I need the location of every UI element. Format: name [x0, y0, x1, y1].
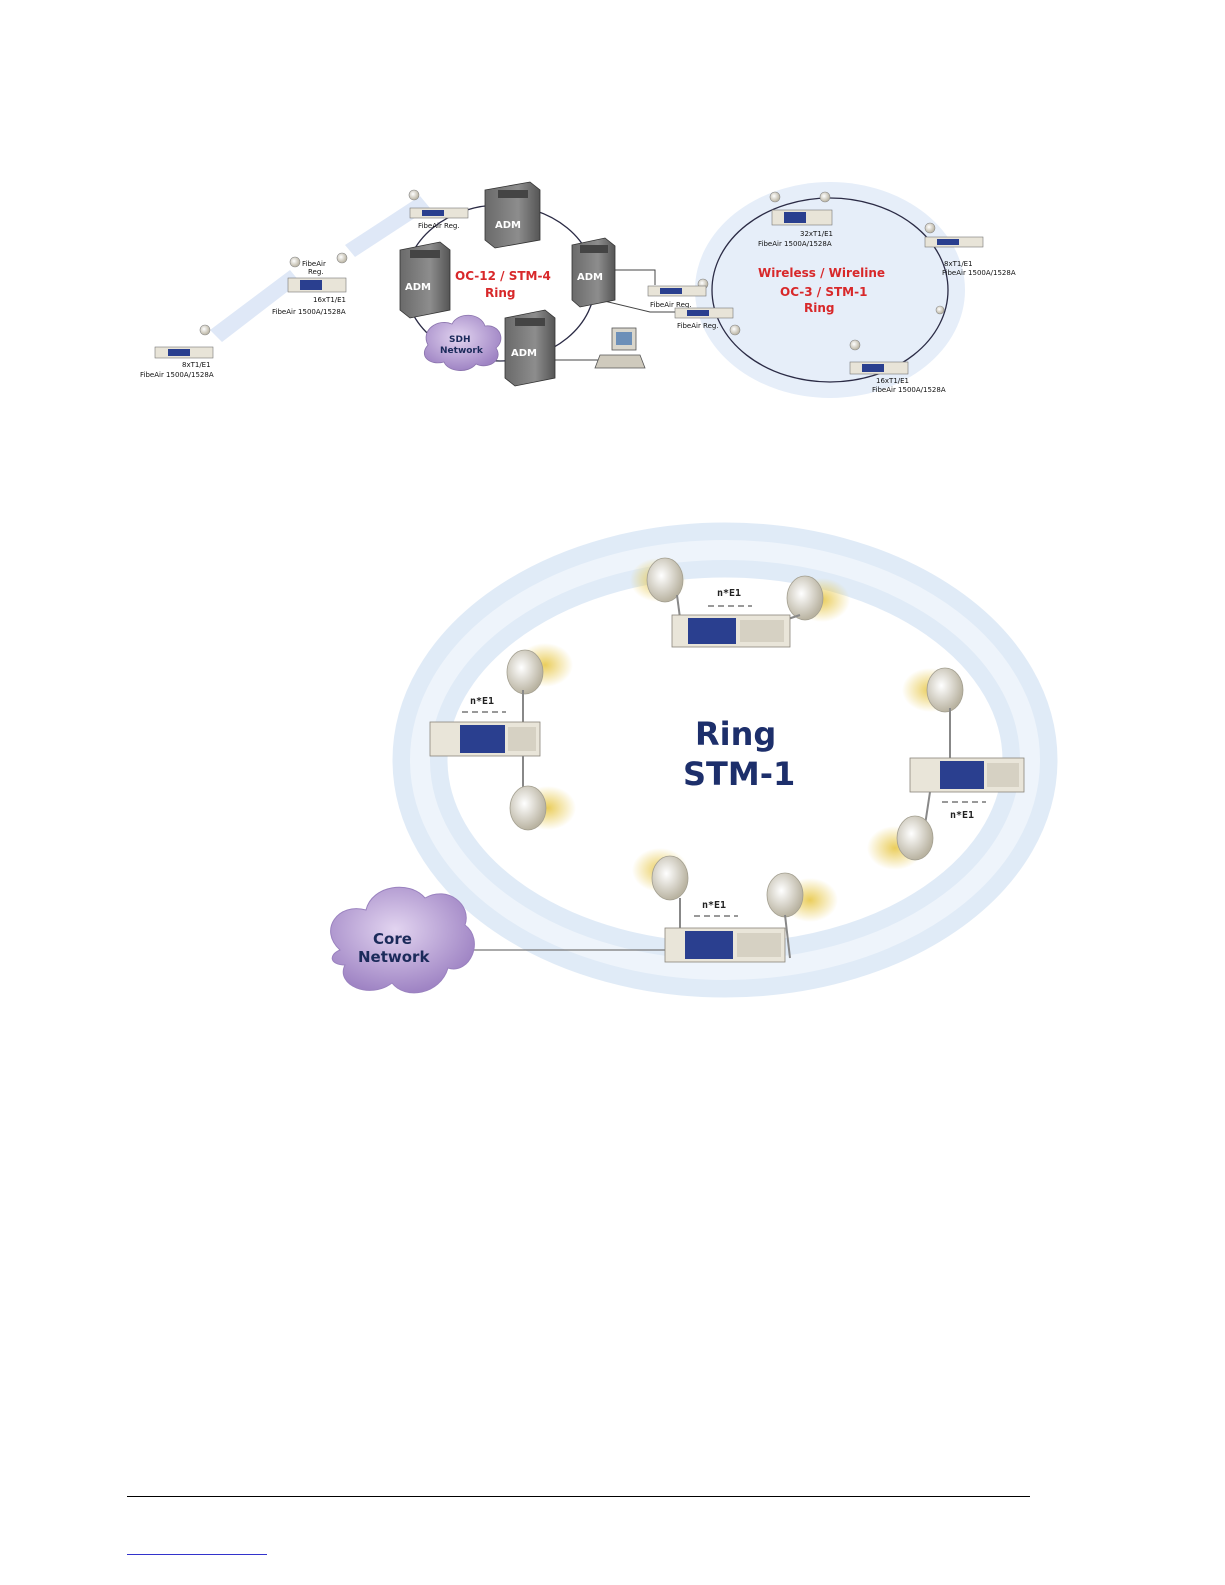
diagram-bottom: Core Network Ring STM-1 n*E1 n*E1	[330, 522, 1058, 998]
node-top: n*E1	[630, 557, 850, 648]
svg-text:STM-1: STM-1	[683, 755, 795, 793]
dish-icon	[926, 667, 964, 713]
dish-icon	[849, 339, 861, 351]
adm-bottom: ADM	[504, 309, 556, 387]
chain-link-lower	[210, 270, 300, 342]
dish-icon	[786, 575, 824, 621]
svg-text:Ring: Ring	[485, 286, 516, 300]
svg-text:Network: Network	[358, 948, 430, 966]
wireless-ring-halo	[695, 182, 965, 398]
dish-icon	[729, 324, 741, 336]
core-network-cloud: Core Network	[330, 886, 475, 994]
svg-text:32xT1/E1: 32xT1/E1	[800, 230, 833, 238]
dish-icon	[408, 189, 420, 201]
svg-text:Core: Core	[373, 930, 412, 948]
svg-text:Network: Network	[440, 346, 484, 356]
footer-link-underline	[127, 1554, 267, 1555]
svg-text:OC-3 / STM-1: OC-3 / STM-1	[780, 285, 867, 299]
dish-icon	[199, 324, 211, 336]
dish-icon	[896, 815, 934, 861]
svg-text:FibeAir 1500A/1528A: FibeAir 1500A/1528A	[272, 308, 346, 316]
node-bottom: n*E1	[632, 848, 838, 963]
adm-left: ADM	[399, 241, 451, 319]
svg-text:FibeAir Reg.: FibeAir Reg.	[418, 222, 460, 230]
svg-text:ADM: ADM	[495, 220, 521, 231]
svg-text:FibeAir Reg.: FibeAir Reg.	[650, 301, 692, 309]
svg-text:Ring: Ring	[804, 301, 835, 315]
dish-icon	[289, 256, 301, 268]
svg-text:SDH: SDH	[449, 335, 471, 345]
svg-text:FibeAir 1500A/1528A: FibeAir 1500A/1528A	[942, 269, 1016, 277]
adm-link-reg1	[605, 269, 656, 285]
svg-text:FibeAir 1500A/1528A: FibeAir 1500A/1528A	[872, 386, 946, 394]
svg-text:16xT1/E1: 16xT1/E1	[876, 377, 909, 385]
sdh-network-cloud: SDH Network	[423, 314, 502, 371]
svg-text:FibeAir 1500A/1528A: FibeAir 1500A/1528A	[140, 371, 214, 379]
svg-text:8xT1/E1: 8xT1/E1	[182, 361, 211, 369]
dish-icon	[766, 872, 804, 918]
svg-text:Reg.: Reg.	[308, 268, 324, 276]
svg-text:n*E1: n*E1	[702, 900, 726, 911]
svg-text:ADM: ADM	[405, 282, 431, 293]
computer-icon	[594, 327, 646, 369]
device-chain-mid: FibeAir Reg. 16xT1/E1 FibeAir 1500A/1528…	[272, 252, 348, 316]
dish-icon	[769, 191, 781, 203]
device-reg-right-1: FibeAir Reg.	[647, 278, 709, 309]
dish-icon	[336, 252, 348, 264]
device-reg-right-2: FibeAir Reg.	[674, 307, 741, 336]
dish-icon	[651, 855, 689, 901]
svg-text:FibeAir 1500A/1528A: FibeAir 1500A/1528A	[758, 240, 832, 248]
dish-icon	[935, 305, 945, 315]
device-ring-bottom: 16xT1/E1 FibeAir 1500A/1528A	[849, 305, 946, 394]
device-chain-top: FibeAir Reg.	[408, 189, 469, 230]
svg-text:FibeAir: FibeAir	[302, 260, 326, 268]
footer-rule	[127, 1496, 1030, 1497]
stm1-ring-core	[410, 540, 1040, 980]
device-ring-right: 8xT1/E1 FibeAir 1500A/1528A	[924, 222, 1016, 277]
dish-icon	[509, 785, 547, 831]
svg-text:Wireless / Wireline: Wireless / Wireline	[758, 266, 885, 280]
adm-top: ADM	[484, 181, 541, 249]
svg-text:n*E1: n*E1	[950, 810, 974, 821]
dish-icon	[646, 557, 684, 603]
device-ring-top: 32xT1/E1 FibeAir 1500A/1528A	[758, 191, 833, 248]
chain-link-upper	[345, 196, 430, 257]
node-right: n*E1	[867, 667, 1025, 870]
diagram-top: ADM ADM ADM ADM SDH Network	[140, 181, 1016, 398]
svg-text:ADM: ADM	[511, 348, 537, 359]
svg-text:8xT1/E1: 8xT1/E1	[944, 260, 973, 268]
svg-text:Ring: Ring	[695, 715, 776, 753]
dish-icon	[819, 191, 831, 203]
node-left: n*E1	[429, 643, 576, 831]
svg-text:n*E1: n*E1	[717, 588, 741, 599]
svg-text:ADM: ADM	[577, 272, 603, 283]
adm-right: ADM	[571, 237, 616, 308]
svg-text:FibeAir Reg.: FibeAir Reg.	[677, 322, 719, 330]
svg-text:16xT1/E1: 16xT1/E1	[313, 296, 346, 304]
dish-icon	[506, 649, 544, 695]
dish-icon	[924, 222, 936, 234]
svg-text:OC-12 / STM-4: OC-12 / STM-4	[455, 269, 551, 283]
svg-text:n*E1: n*E1	[470, 696, 494, 707]
device-chain-bottom: 8xT1/E1 FibeAir 1500A/1528A	[140, 324, 214, 379]
